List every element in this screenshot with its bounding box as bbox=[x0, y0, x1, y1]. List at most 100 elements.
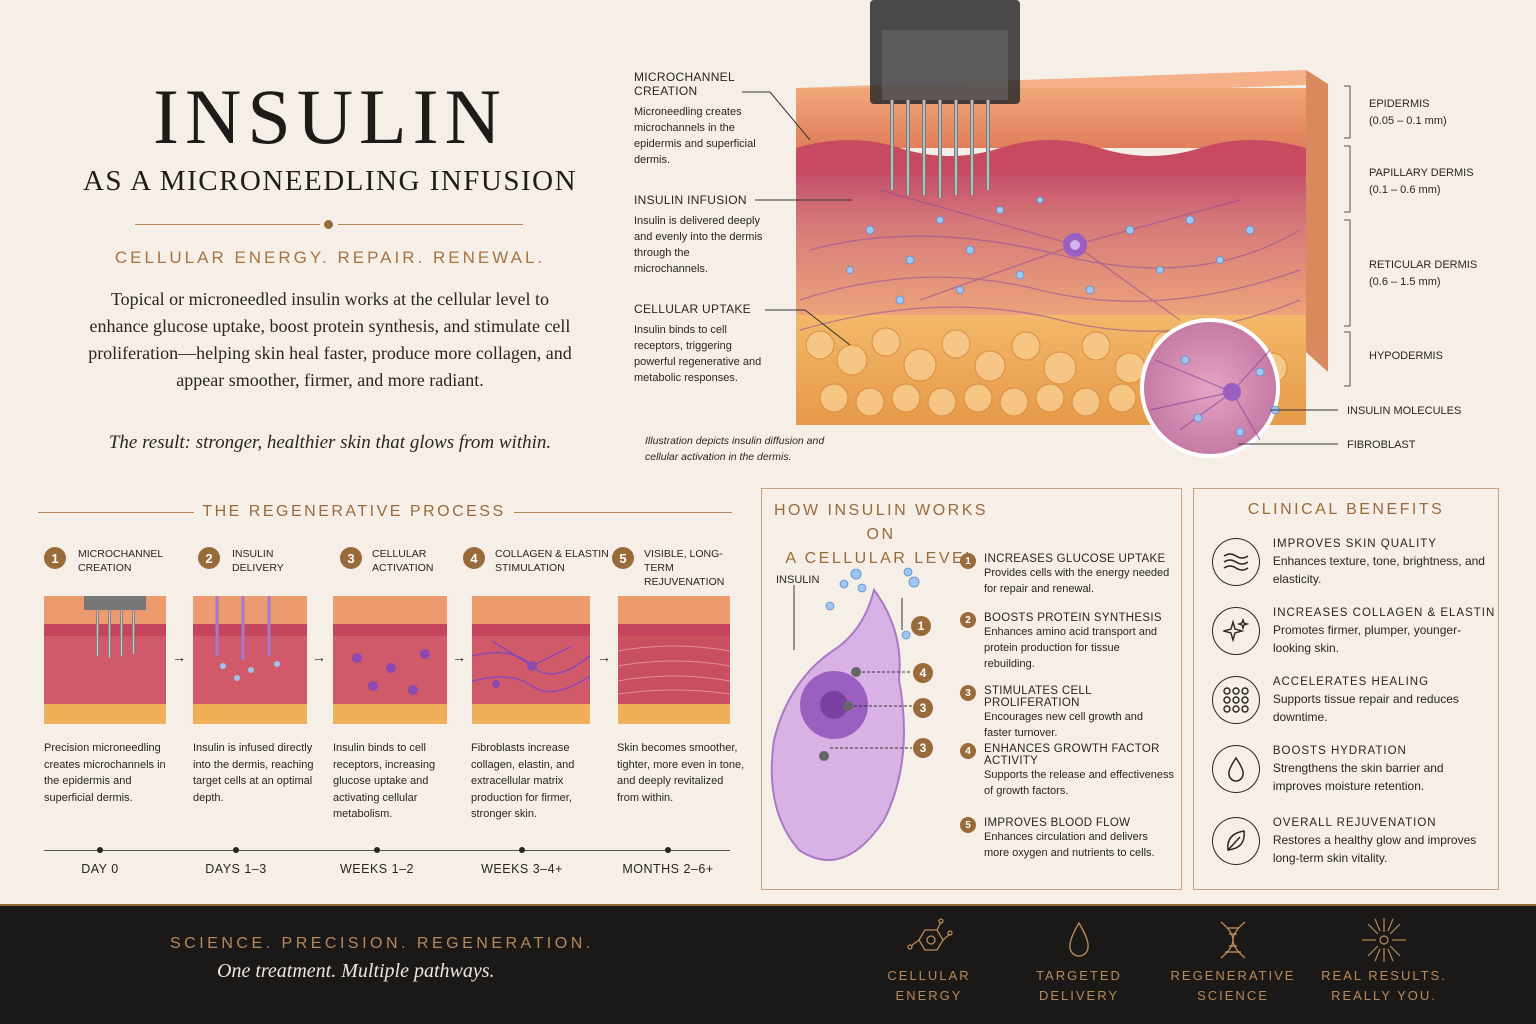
benefit-item-4: BOOSTS HYDRATION Strengthens the skin ba… bbox=[1212, 745, 1492, 795]
step-5-illustration bbox=[618, 596, 730, 724]
step-3-illustration bbox=[333, 596, 447, 724]
benefit-text: Promotes firmer, plumper, younger-lookin… bbox=[1273, 623, 1462, 655]
process-rule-right bbox=[514, 512, 732, 513]
cell-illustration bbox=[770, 567, 920, 861]
timeline-dot bbox=[665, 847, 671, 853]
layer-brackets bbox=[1344, 85, 1351, 387]
arrow-right-icon: → bbox=[172, 649, 186, 665]
layer-name: RETICULAR DERMIS bbox=[1369, 259, 1478, 271]
footer-item-line1: TARGETED bbox=[1036, 968, 1122, 983]
step-number-badge: 5 bbox=[612, 547, 634, 569]
footer-item-line2: SCIENCE bbox=[1197, 988, 1269, 1003]
title-divider-left bbox=[135, 224, 320, 225]
mechanism-heading: ENHANCES GROWTH FACTOR ACTIVITY bbox=[984, 743, 1160, 767]
droplet-icon bbox=[1212, 745, 1260, 793]
mechanism-item-3: 3 STIMULATES CELL PROLIFERATION Encourag… bbox=[960, 685, 1172, 741]
layer-depth: (0.6 – 1.5 mm) bbox=[1369, 276, 1441, 288]
timeline-label: WEEKS 3–4+ bbox=[481, 862, 563, 876]
callout-text: Microneedling creates microchannels in t… bbox=[634, 106, 756, 166]
sunburst-icon bbox=[1320, 914, 1448, 966]
layer-label-hypodermis: HYPODERMIS bbox=[1369, 348, 1443, 365]
page-subtitle: AS A MICRONEEDLING INFUSION bbox=[82, 165, 578, 197]
step-text: Insulin is infused directly into the der… bbox=[193, 742, 314, 804]
waves-icon bbox=[1212, 538, 1260, 586]
callout-heading: MICROCHANNEL CREATION bbox=[634, 70, 735, 98]
callout-heading: INSULIN INFUSION bbox=[634, 193, 747, 207]
mechanism-number-badge: 5 bbox=[960, 817, 976, 833]
footer-item-line2: REALLY YOU. bbox=[1331, 988, 1437, 1003]
intro-paragraph: Topical or microneedled insulin works at… bbox=[88, 289, 572, 390]
footer-item-line1: REAL RESULTS. bbox=[1321, 968, 1447, 983]
footer-item-line1: REGENERATIVE bbox=[1170, 968, 1296, 983]
step-2-illustration bbox=[193, 596, 307, 724]
mechanism-heading: INCREASES GLUCOSE UPTAKE bbox=[984, 553, 1166, 565]
process-step-1-header: 1 MICROCHANNEL CREATION bbox=[44, 547, 184, 575]
footer-item-real-results: REAL RESULTS. REALLY YOU. bbox=[1320, 914, 1448, 1006]
timeline-label: WEEKS 1–2 bbox=[340, 862, 414, 876]
callout-text: Insulin binds to cell receptors, trigger… bbox=[634, 324, 762, 384]
callout-heading: CELLULAR UPTAKE bbox=[634, 302, 751, 316]
microneedling-device bbox=[870, 0, 1020, 198]
footer-item-line2: ENERGY bbox=[895, 988, 963, 1003]
page-title: INSULIN bbox=[153, 73, 507, 160]
dots-grid-icon bbox=[1212, 676, 1260, 724]
mechanism-text: Encourages new cell growth and faster tu… bbox=[984, 711, 1143, 739]
papillary-dermis-layer bbox=[796, 140, 1306, 175]
mechanism-heading: BOOSTS PROTEIN SYNTHESIS bbox=[984, 612, 1162, 624]
dna-icon bbox=[1168, 914, 1298, 966]
layer-name: PAPILLARY DERMIS bbox=[1369, 167, 1474, 179]
footer-item-line2: DELIVERY bbox=[1038, 988, 1120, 1003]
title-divider-dot bbox=[324, 220, 333, 229]
footer-item-line1: CELLULAR bbox=[887, 968, 971, 983]
arrow-right-icon: → bbox=[597, 649, 611, 665]
mechanism-title: HOW INSULIN WORKS ON A CELLULAR LEVEL bbox=[761, 499, 1001, 571]
benefits-panel bbox=[1193, 488, 1499, 890]
step-heading: CELLULAR ACTIVATION bbox=[372, 548, 434, 574]
layer-depth: (0.05 – 0.1 mm) bbox=[1369, 115, 1447, 127]
benefit-heading: OVERALL REJUVENATION bbox=[1272, 817, 1437, 829]
cell-marker-badge: 1 bbox=[911, 616, 931, 636]
timeline-label: DAYS 1–3 bbox=[205, 862, 267, 876]
layer-depth: (0.1 – 0.6 mm) bbox=[1369, 184, 1441, 196]
footer-item-regenerative-science: REGENERATIVE SCIENCE bbox=[1168, 914, 1298, 1006]
layer-name: EPIDERMIS bbox=[1369, 98, 1430, 110]
arrow-right-icon: → bbox=[312, 649, 326, 665]
footer-subslogan: One treatment. Multiple pathways. bbox=[217, 960, 495, 982]
footer-item-cellular-energy: CELLULAR ENERGY bbox=[870, 914, 988, 1006]
mechanism-item-2: 2 BOOSTS PROTEIN SYNTHESIS Enhances amin… bbox=[960, 612, 1172, 672]
timeline-dot bbox=[233, 847, 239, 853]
mechanism-item-1: 1 INCREASES GLUCOSE UPTAKE Provides cell… bbox=[960, 553, 1172, 597]
process-step-4-header: 4 COLLAGEN & ELASTIN STIMULATION bbox=[463, 547, 613, 575]
mechanism-item-5: 5 IMPROVES BLOOD FLOW Enhances circulati… bbox=[960, 817, 1172, 861]
process-step-3-header: 3 CELLULAR ACTIVATION bbox=[340, 547, 480, 575]
mechanism-title-line2: A CELLULAR LEVEL bbox=[785, 550, 977, 567]
benefit-item-2: INCREASES COLLAGEN & ELASTIN Promotes fi… bbox=[1212, 607, 1502, 657]
insulin-molecules bbox=[846, 196, 1255, 305]
benefit-text: Strengthens the skin barrier and improve… bbox=[1272, 761, 1444, 793]
step-number-badge: 1 bbox=[44, 547, 66, 569]
benefits-title: CLINICAL BENEFITS bbox=[1247, 501, 1445, 518]
benefit-item-5: OVERALL REJUVENATION Restores a healthy … bbox=[1212, 817, 1492, 867]
footer-slogan: SCIENCE. PRECISION. REGENERATION. bbox=[170, 935, 594, 952]
benefit-heading: ACCELERATES HEALING bbox=[1272, 676, 1430, 688]
layer-label-papillary: PAPILLARY DERMIS (0.1 – 0.6 mm) bbox=[1369, 165, 1474, 199]
process-rule-left bbox=[38, 512, 194, 513]
diagram-caption: Illustration depicts insulin diffusion a… bbox=[645, 435, 825, 463]
cell-insulin-label: INSULIN bbox=[776, 574, 820, 586]
step-text: Fibroblasts increase collagen, elastin, … bbox=[471, 742, 575, 820]
timeline-dot bbox=[519, 847, 525, 853]
callout-insulin-infusion: INSULIN INFUSION Insulin is delivered de… bbox=[634, 193, 764, 277]
step-heading: COLLAGEN & ELASTIN STIMULATION bbox=[495, 548, 609, 574]
timeline-label: DAY 0 bbox=[81, 862, 119, 876]
tagline: CELLULAR ENERGY. REPAIR. RENEWAL. bbox=[114, 248, 546, 267]
mechanism-number-badge: 1 bbox=[960, 553, 976, 569]
step-number-badge: 4 bbox=[463, 547, 485, 569]
layer-name: HYPODERMIS bbox=[1369, 350, 1443, 362]
step-heading: VISIBLE, LONG-TERM REJUVENATION bbox=[644, 548, 725, 588]
benefit-heading: BOOSTS HYDRATION bbox=[1272, 745, 1407, 757]
footer-bar bbox=[0, 904, 1536, 1024]
benefit-text: Restores a healthy glow and improves lon… bbox=[1272, 833, 1477, 865]
sparkle-icon bbox=[1212, 607, 1260, 655]
mechanism-text: Supports the release and effectiveness o… bbox=[984, 769, 1174, 797]
step-heading: INSULIN DELIVERY bbox=[232, 548, 284, 574]
